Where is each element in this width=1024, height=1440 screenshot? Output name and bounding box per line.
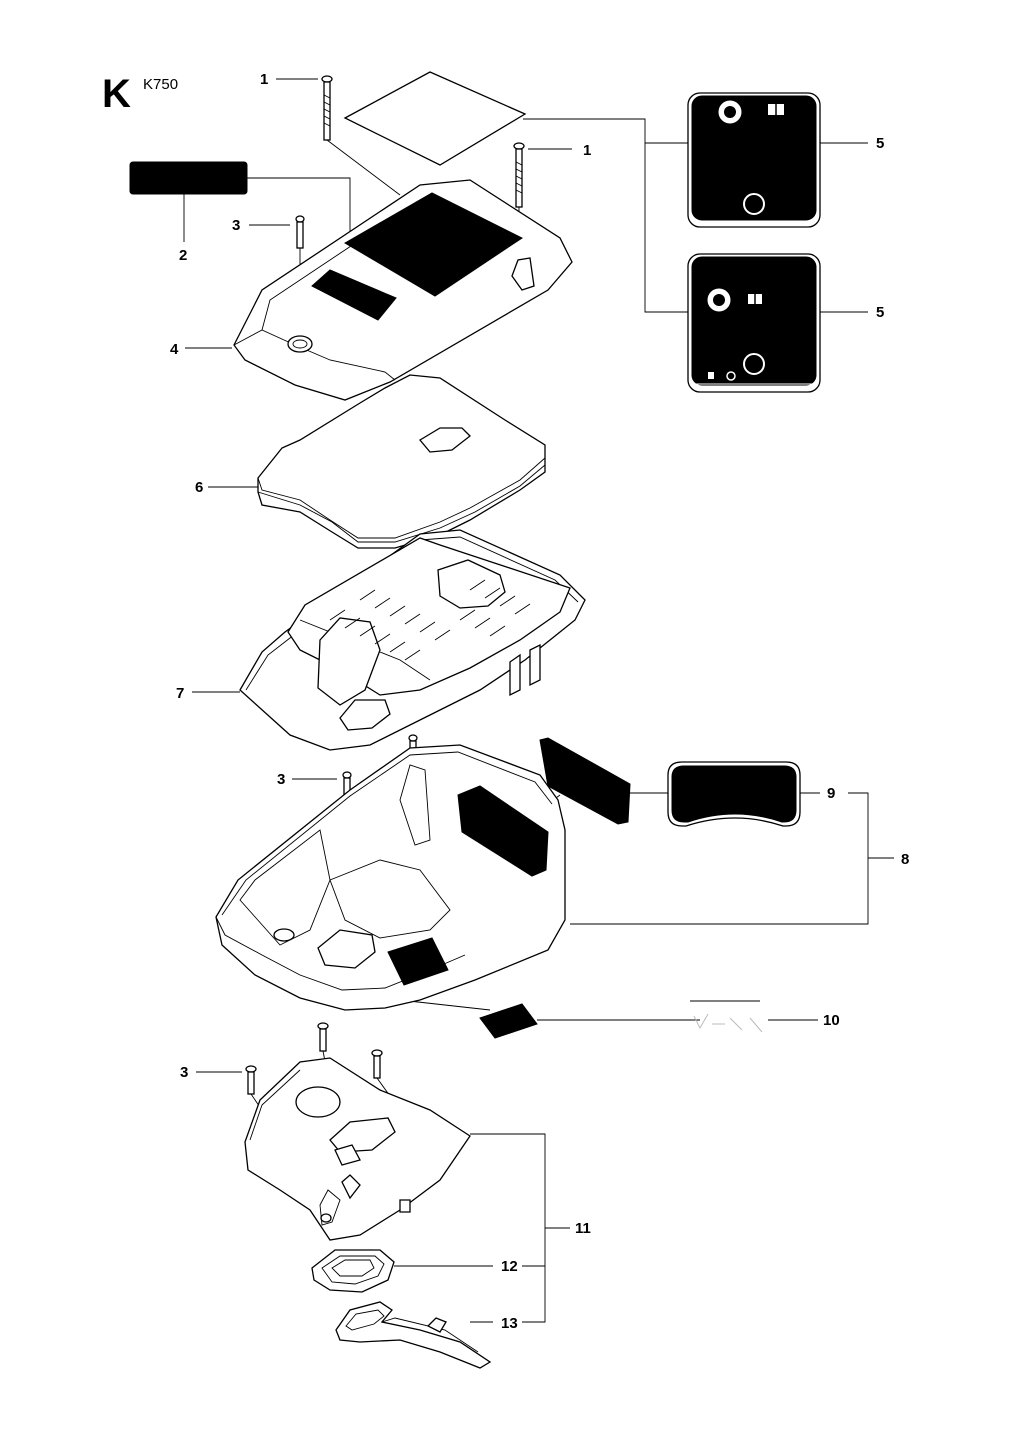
decal-part-5b (687, 253, 821, 393)
callout-5: 5 (876, 304, 885, 321)
callout-1: 1 (260, 71, 269, 88)
callout-3: 3 (180, 1064, 189, 1081)
filter-cover-pad (343, 71, 527, 166)
callout-8: 8 (901, 851, 910, 868)
callout-4: 4 (170, 341, 179, 358)
label-part-9 (667, 761, 801, 827)
callout-3: 3 (277, 771, 286, 788)
callout-9: 9 (827, 785, 836, 802)
prefilter-part-6 (257, 374, 546, 549)
callout-7: 7 (176, 685, 185, 702)
model-label: K750 (143, 76, 179, 93)
bracket-part-11 (244, 1057, 471, 1241)
decal-part-5a (687, 92, 821, 228)
callout-13: 13 (501, 1315, 518, 1332)
grommet-part-12 (311, 1249, 395, 1293)
section-letter: K (102, 72, 131, 116)
callout-2: 2 (179, 247, 188, 264)
air-filter-part-7 (239, 529, 586, 751)
callout-1: 1 (583, 142, 592, 159)
label-part-2 (129, 161, 248, 195)
filter-housing-part-8 (215, 737, 631, 1011)
callout-12: 12 (501, 1258, 518, 1275)
callout-6: 6 (195, 479, 204, 496)
label-part-10 (479, 1000, 763, 1039)
callout-3: 3 (232, 217, 241, 234)
callout-10: 10 (823, 1012, 840, 1029)
callout-5: 5 (876, 135, 885, 152)
screw-part-1 (321, 75, 401, 196)
leader-lines (183, 78, 894, 1323)
callout-11: 11 (575, 1220, 591, 1237)
cylinder-cover-part-4 (233, 179, 573, 401)
clip-part-13 (335, 1301, 492, 1369)
